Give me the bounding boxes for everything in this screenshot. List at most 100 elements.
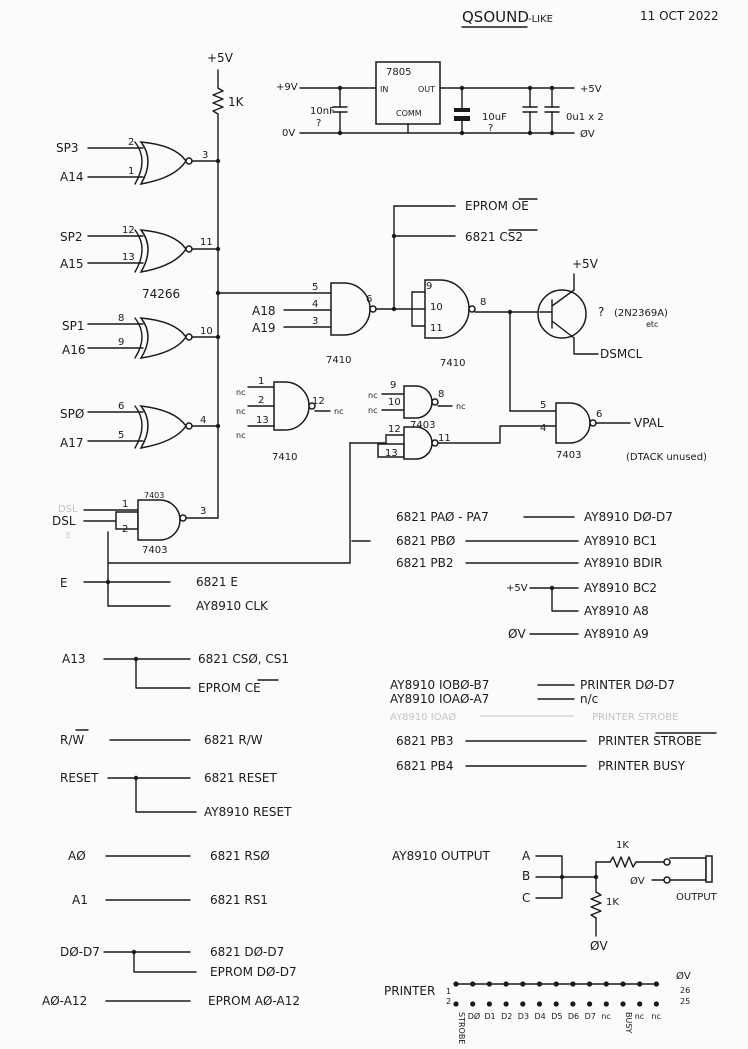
printer-label: PRINTER (384, 984, 435, 998)
junction (527, 130, 533, 136)
output-r2: 1K (606, 897, 619, 908)
junction (549, 130, 555, 136)
printer-pin-label: DØ (468, 1011, 480, 1021)
nc-label: nc (236, 388, 245, 397)
vcc-label: +5V (207, 51, 234, 65)
output-a: A (522, 849, 531, 863)
nand-b-pin-out: 8 (480, 297, 486, 308)
printer-pin-dot (653, 1001, 660, 1007)
regulator-7805 (375, 61, 441, 125)
a13-to1: 6821 CSØ, CS1 (198, 652, 289, 666)
printer-pin1: 1 (446, 987, 451, 996)
printer-pin-label: D1 (484, 1012, 495, 1021)
printer-pin-dot (536, 1001, 543, 1007)
io-to: PRINTER DØ-D7 (580, 678, 675, 692)
c-in-label: 10nF (310, 106, 335, 117)
nand-spare-part: 7410 (272, 452, 297, 463)
nand-spare-pin2: 2 (258, 395, 264, 406)
eprom-oe-label: EPROM OE (465, 199, 529, 213)
g7403-dsl-part-top: 7403 (144, 491, 164, 500)
xnor2-pin-a: 12 (122, 225, 135, 236)
nand-a-in-a18: A18 (252, 304, 275, 318)
output-label: AY8910 OUTPUT (392, 849, 491, 863)
a0-to: 6821 RSØ (210, 849, 270, 863)
bc2-to2: AY8910 A8 (584, 604, 649, 618)
a13-from: A13 (62, 652, 85, 666)
printer-pin-dot (620, 1001, 626, 1007)
xnor-gate-2 (87, 229, 221, 274)
printer-pin-label: STROBE (457, 1012, 466, 1044)
nand-a-pin3: 3 (312, 316, 318, 327)
junction (527, 85, 533, 91)
dtack-note: (DTACK unused) (626, 452, 707, 463)
nand-7403-dsl (137, 499, 181, 541)
regulator-part: 7805 (386, 67, 411, 78)
wire (551, 587, 579, 612)
printer-gnd: ØV (676, 970, 691, 982)
clock-t2: AY8910 CLK (196, 599, 269, 613)
printer-pin-label: D6 (568, 1012, 579, 1021)
pia-cs2-label: 6821 CS2 (465, 230, 523, 244)
nc-label: nc (334, 407, 343, 416)
printer-pin-dot (553, 1001, 559, 1007)
xnor-gate-1 (87, 141, 221, 186)
junction (459, 85, 465, 91)
junction (593, 874, 599, 880)
rw-to: 6821 R/W (204, 733, 263, 747)
xnor4-in-a: SPØ (60, 407, 84, 421)
junction (559, 874, 565, 880)
g7403-dsl-part: 7403 (142, 545, 167, 556)
a-from: AØ-A12 (42, 994, 87, 1008)
nand-spare-pin-out: 12 (312, 396, 325, 407)
pullup-resistor (212, 87, 224, 115)
printer-pin-label: D2 (501, 1012, 512, 1021)
wire (573, 337, 599, 355)
printer-pin-label: D3 (518, 1012, 529, 1021)
xnor1-in-b: A14 (60, 170, 83, 184)
pullup-label: 1K (228, 95, 245, 109)
xnor3-pin-b: 9 (118, 337, 124, 348)
c-out-label: 10uF (482, 112, 507, 123)
nand-bubble (179, 514, 187, 522)
xnor1-pin-out: 3 (202, 150, 208, 161)
xnor4-pin-b: 5 (118, 430, 124, 441)
junction (337, 85, 343, 91)
dsl-in: DSL (52, 514, 76, 528)
xnor-gate-3 (87, 317, 221, 359)
nand-bubble (369, 305, 377, 313)
xnor1-in-a: SP3 (56, 141, 79, 155)
printer-pin-label: nc (651, 1012, 660, 1021)
printer-pin-dot (470, 1001, 476, 1007)
right-conn-from: 6821 PB2 (396, 556, 453, 570)
g7403-spare-pin-out: 8 (438, 389, 444, 400)
clock-t1: 6821 E (196, 575, 238, 589)
pb-to: PRINTER BUSY (598, 759, 686, 773)
dsl-e: E (66, 531, 71, 540)
printer-pin-label: D4 (535, 1012, 546, 1021)
a1-to: 6821 RS1 (210, 893, 268, 907)
transistor-q: ? (598, 305, 604, 319)
junction (549, 85, 555, 91)
c-in-q: ? (316, 118, 321, 129)
xnor1-pin-a: 2 (128, 137, 134, 148)
title-suffix: -LIKE (528, 14, 553, 25)
xnor1-pin-b: 1 (128, 166, 134, 177)
nand-b-part: 7410 (440, 358, 465, 369)
g7403-spare-part: 7403 (410, 420, 435, 431)
output-gnd: ØV (630, 875, 645, 887)
xnor2-in-a: SP2 (60, 230, 83, 244)
clock-e: E (60, 576, 68, 590)
a13-to2: EPROM CE (198, 681, 261, 695)
nc-label: nc (368, 406, 377, 415)
wire (135, 658, 191, 689)
printer-pin-dot (503, 1001, 509, 1007)
printer-pin-label: D5 (551, 1012, 562, 1021)
nand-a-part: 7410 (326, 355, 351, 366)
pb-from: 6821 PB4 (396, 759, 453, 773)
c-out-q: ? (488, 123, 493, 134)
nc-label: nc (236, 431, 245, 440)
xnor2-pin-out: 11 (200, 237, 213, 248)
xnor4-in-b: A17 (60, 436, 83, 450)
bc2-from: +5V (506, 583, 528, 594)
printer-pin25: 25 (680, 997, 690, 1006)
